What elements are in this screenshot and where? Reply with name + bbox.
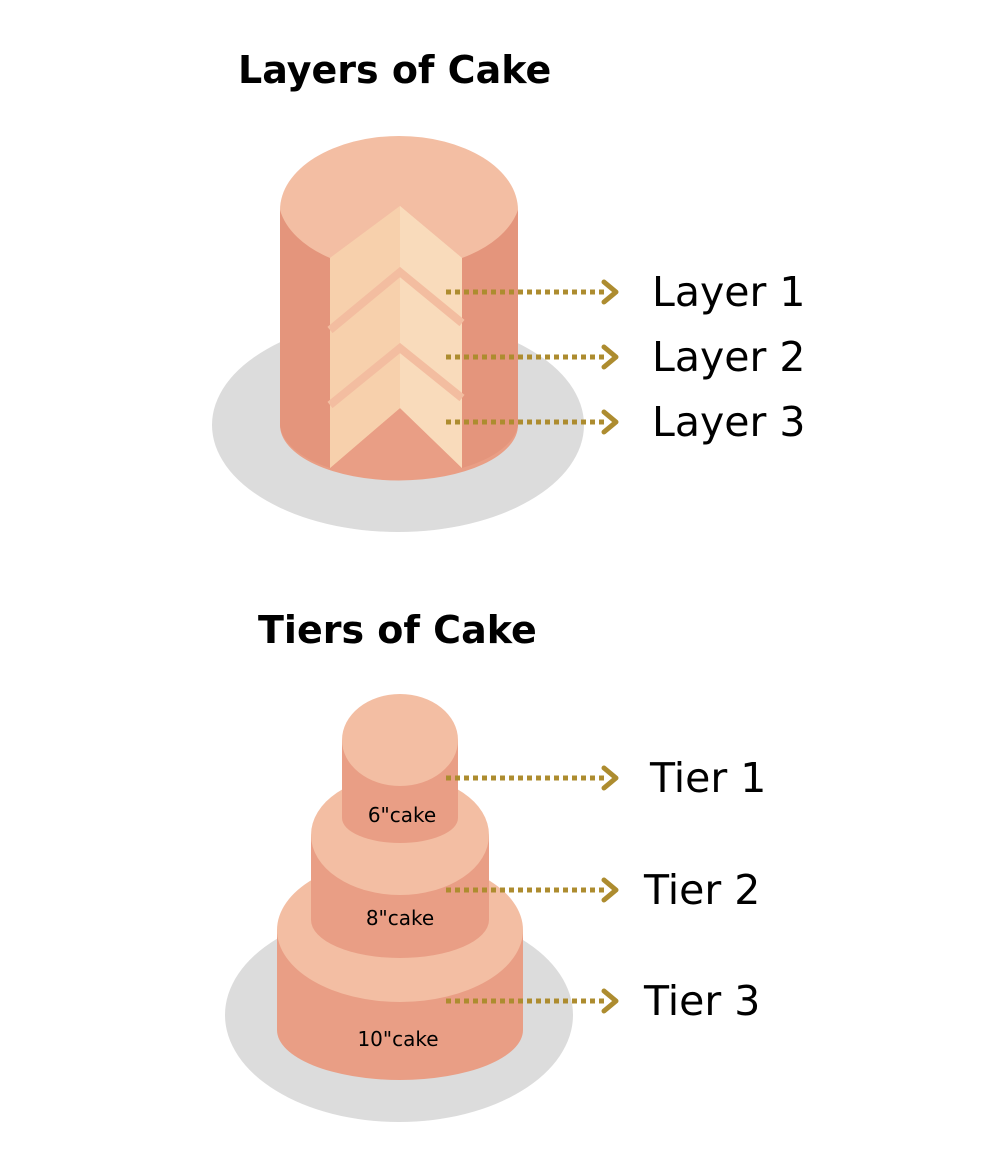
layer-2-arrow	[446, 344, 619, 370]
layer-1-arrow	[446, 279, 619, 305]
tier-1-arrow	[446, 765, 619, 791]
layer-3-arrow	[446, 409, 619, 435]
layer-3-label: Layer 3	[652, 398, 806, 446]
tiers-title: Tiers of Cake	[258, 608, 537, 652]
tier-2-arrow	[446, 877, 619, 903]
layers-cut-right-face-top	[400, 206, 462, 468]
tier-2-size-label: 8"cake	[365, 906, 435, 930]
layers-cut-left-face-top	[330, 206, 400, 468]
layer-divider-2-top	[327, 342, 465, 409]
layer-2-label: Layer 2	[652, 333, 806, 381]
tier-1-size-label: 6"cake	[367, 803, 437, 827]
layer-divider-1-top	[327, 266, 465, 334]
layers-cake-left-edge	[280, 210, 330, 468]
tier-1-label: Tier 1	[650, 754, 767, 802]
layers-title: Layers of Cake	[238, 48, 552, 92]
tier-3-size-label: 10"cake	[357, 1027, 439, 1051]
layer-1-label: Layer 1	[652, 268, 806, 316]
tier-3-arrow	[446, 988, 619, 1014]
layers-cake-right-edge	[462, 210, 518, 468]
tier-1-cake	[342, 694, 458, 843]
tier-2-label: Tier 2	[644, 866, 761, 914]
tier-3-label: Tier 3	[644, 977, 761, 1025]
